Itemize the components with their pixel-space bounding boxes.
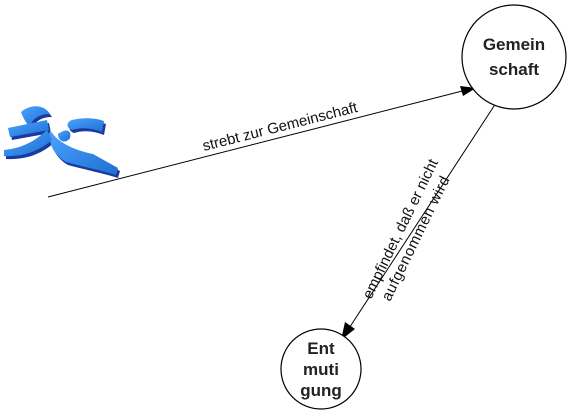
edge-line [341, 102, 497, 340]
node-entmutigung: Ent muti gung [280, 328, 362, 410]
edge-line [47, 87, 475, 198]
node-gemeinschaft: Gemein schaft [461, 4, 567, 110]
edge-strebt: strebt zur Gemeinschaft [47, 86, 476, 198]
node-circle [461, 4, 567, 110]
node-circle [280, 328, 362, 410]
node-label-line: Ent [307, 339, 335, 358]
edge-label-strebt: strebt zur Gemeinschaft [201, 99, 360, 155]
node-label-line: schaft [489, 60, 539, 79]
node-label-line: gung [300, 381, 342, 400]
arrowhead [341, 322, 355, 340]
node-label-line: Gemein [483, 35, 545, 54]
running-person-icon [4, 106, 120, 178]
node-label-line: muti [303, 360, 339, 379]
edge-empfindet: empfindet, daß er nicht aufgenommen wird [341, 102, 497, 340]
